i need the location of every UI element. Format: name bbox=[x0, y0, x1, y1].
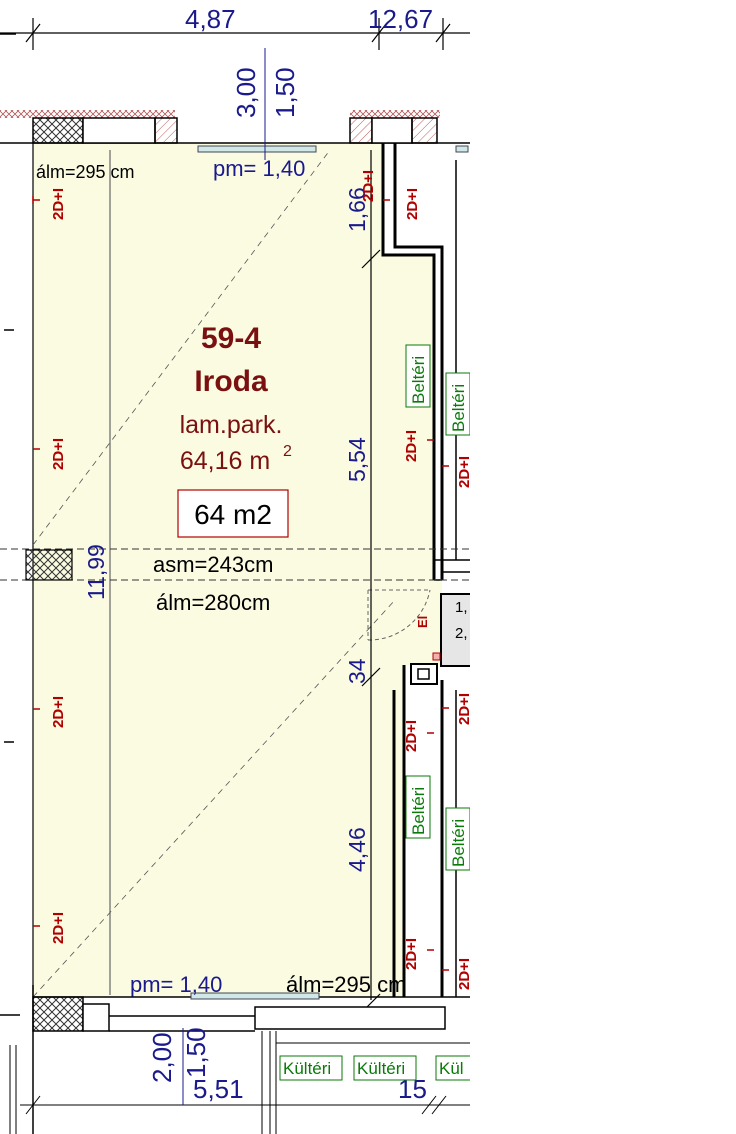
door-stub bbox=[410, 663, 438, 685]
tag-2di-left-4: 2D+I bbox=[50, 912, 67, 944]
area-box bbox=[177, 489, 289, 538]
alm-top: álm=295 cm bbox=[36, 162, 135, 182]
dim-right-mid: 5,54 bbox=[344, 437, 370, 482]
wall-markers bbox=[32, 196, 449, 971]
room-diagonals bbox=[32, 149, 396, 998]
right-wall-inner bbox=[434, 160, 470, 997]
dim-bottom-v1: 2,00 bbox=[147, 1032, 177, 1083]
pm-bottom: pm= 1,40 bbox=[130, 972, 222, 997]
pink-marker bbox=[432, 652, 441, 661]
belteri-box-2 bbox=[445, 372, 471, 436]
tag-2di-right-6: 2D+I bbox=[456, 693, 473, 725]
facade-strip-left bbox=[0, 110, 175, 118]
tag-2di-right-5: 2D+I bbox=[403, 720, 420, 752]
bottom-wall bbox=[0, 985, 470, 1134]
dim-top-v2: 1,50 bbox=[270, 67, 300, 118]
tag-2di-right-8: 2D+I bbox=[456, 958, 473, 990]
kulteri-label-3: Kül bbox=[439, 1059, 464, 1078]
belteri-box-1 bbox=[405, 344, 431, 408]
dim-top-left: 4,87 bbox=[185, 4, 236, 34]
belteri-label-3: Beltéri bbox=[409, 787, 428, 835]
tag-2di-left-2: 2D+I bbox=[50, 438, 67, 470]
kulteri-box-1 bbox=[279, 1055, 343, 1081]
room-floor-type: lam.park. bbox=[180, 411, 283, 439]
tag-2di-right-1: 2D+I bbox=[360, 170, 377, 202]
area-box-label: 64 m2 bbox=[194, 499, 272, 530]
alm-mid: álm=280cm bbox=[156, 590, 270, 615]
bottom-exterior bbox=[9, 1028, 470, 1134]
window-top-right bbox=[455, 145, 469, 153]
door-stub-inner bbox=[417, 668, 430, 680]
belteri-label-1: Beltéri bbox=[409, 356, 428, 404]
top-wall bbox=[0, 117, 470, 144]
room-name: Iroda bbox=[194, 365, 268, 398]
dim-bottom-left: 5,51 bbox=[193, 1074, 244, 1104]
belteri-label-2: Beltéri bbox=[449, 384, 468, 432]
side-box-line1: 1, bbox=[455, 599, 468, 616]
room-number: 59-4 bbox=[201, 322, 261, 355]
belteri-box-3 bbox=[405, 775, 431, 839]
window-bottom bbox=[190, 992, 320, 1000]
page-margin bbox=[470, 0, 736, 1134]
column-left bbox=[25, 549, 73, 581]
door-swing bbox=[367, 589, 431, 641]
tag-2di-right-7: 2D+I bbox=[403, 938, 420, 970]
tag-2di-right-3: 2D+I bbox=[403, 430, 420, 462]
dim-top-right: 12,67 bbox=[368, 4, 433, 34]
top-dimension-line bbox=[0, 18, 470, 50]
kulteri-label-2: Kültéri bbox=[357, 1059, 405, 1078]
kulteri-box-3 bbox=[435, 1055, 477, 1081]
left-ticks bbox=[0, 33, 16, 743]
el-marker: El bbox=[415, 616, 430, 628]
dim-top-v1: 3,00 bbox=[231, 67, 261, 118]
tag-2di-left-1: 2D+I bbox=[50, 188, 67, 220]
asm-label: asm=243cm bbox=[153, 552, 273, 577]
facade-strip-right bbox=[350, 110, 440, 118]
dim-right-bottom: 4,46 bbox=[344, 827, 370, 872]
room-floor bbox=[33, 143, 442, 997]
right-wall bbox=[381, 143, 444, 997]
pm-top: pm= 1,40 bbox=[213, 156, 305, 181]
tag-2di-left-3: 2D+I bbox=[50, 696, 67, 728]
beam-lines bbox=[0, 548, 470, 581]
dim-bottom-v2: 1,50 bbox=[181, 1027, 211, 1078]
kulteri-label-1: Kültéri bbox=[283, 1059, 331, 1078]
kulteri-box-2 bbox=[353, 1055, 417, 1081]
belteri-label-4: Beltéri bbox=[449, 819, 468, 867]
tag-2di-right-4: 2D+I bbox=[456, 456, 473, 488]
dim-left-vertical: 11,99 bbox=[83, 544, 109, 600]
alm-bottom: álm=295 cm bbox=[286, 972, 406, 997]
belteri-box-4 bbox=[445, 807, 471, 871]
side-box-line2: 2, bbox=[455, 625, 468, 642]
tag-2di-right-2: 2D+I bbox=[404, 188, 421, 220]
dim-right-top: 1,66 bbox=[344, 187, 370, 232]
dim-right-small: 34 bbox=[344, 658, 370, 684]
room-area-sup: 2 bbox=[283, 443, 292, 460]
room-area: 64,16 m bbox=[180, 447, 270, 475]
window-top bbox=[197, 145, 317, 153]
